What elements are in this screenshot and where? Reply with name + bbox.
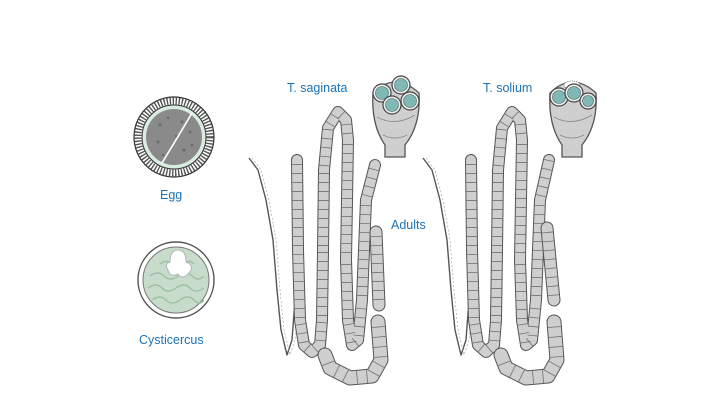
t-solium-segments-tail (493, 314, 565, 386)
t-solium-strobila (465, 106, 555, 358)
cysticercus-illustration (137, 241, 215, 319)
t-saginata-segments-tail (317, 314, 389, 386)
egg-illustration (133, 96, 215, 178)
adult-worms (248, 75, 597, 386)
t-saginata-strobila (291, 106, 381, 358)
label-t-solium: T. solium (483, 81, 533, 95)
t-solium-segments-mid (540, 221, 561, 307)
t-saginata-scolex (372, 75, 420, 158)
t-saginata-segments-mid (369, 225, 386, 312)
label-cysticercus: Cysticercus (139, 333, 204, 347)
label-adults: Adults (391, 218, 426, 232)
label-egg: Egg (160, 188, 183, 202)
t-solium-scolex (549, 80, 597, 158)
label-t-saginata: T. saginata (287, 81, 348, 95)
